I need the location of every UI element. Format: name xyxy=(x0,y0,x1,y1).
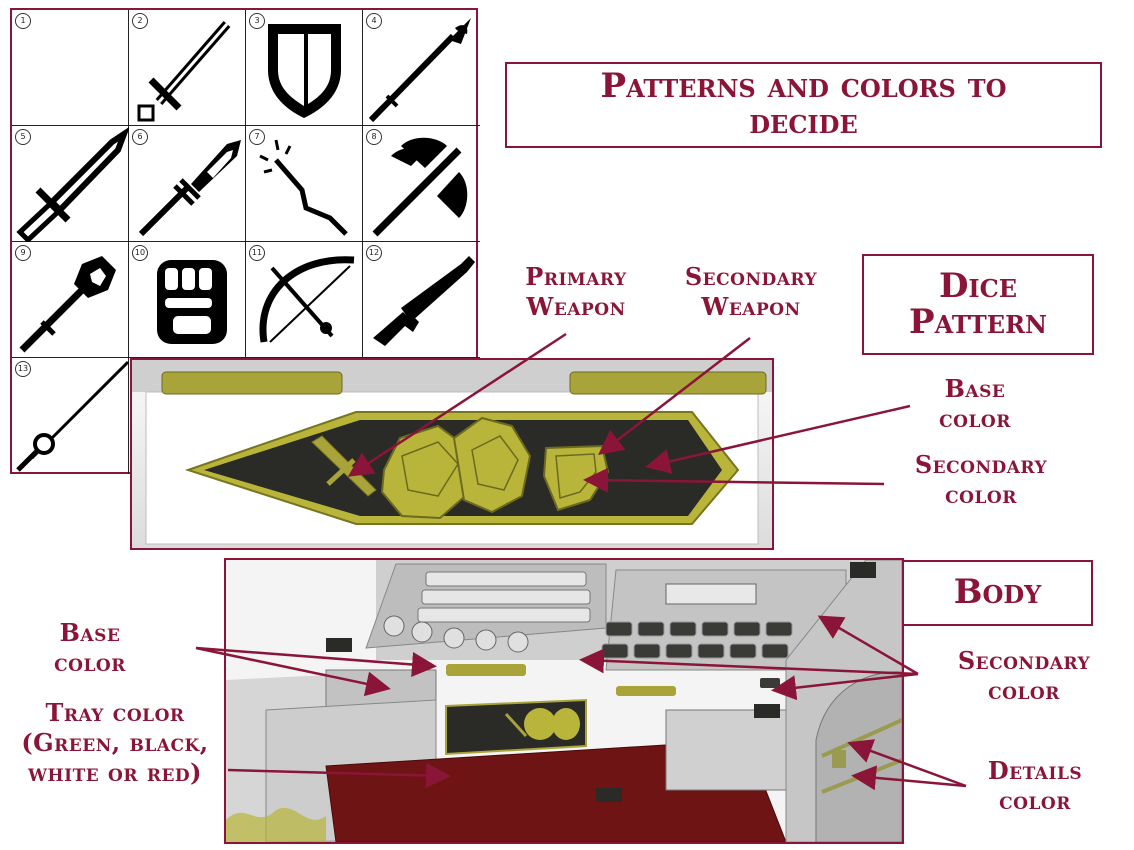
tray-color-label: Tray color (Green, black, white or red) xyxy=(4,698,226,788)
mace-icon xyxy=(12,242,129,358)
weapon-cell-8: 8 xyxy=(363,126,480,242)
weapon-cell-9: 9 xyxy=(12,242,129,358)
body-secondary-color-label: Secondary color xyxy=(918,646,1130,706)
dice-pattern-title-line1: Dice xyxy=(939,269,1017,305)
dice-pattern-title-line2: Pattern xyxy=(909,305,1047,341)
weapon-cell-13: 13 xyxy=(12,358,129,474)
page-title-line2: decide xyxy=(749,105,858,141)
crossbow-icon xyxy=(246,242,363,358)
page-title-line1: Patterns and colors to xyxy=(601,69,1007,105)
dice-tray-illustration xyxy=(132,360,772,548)
weapon-cell-11: 11 xyxy=(246,242,363,358)
weapon-cell-4: 4 xyxy=(363,10,480,126)
cell-number: 1 xyxy=(15,13,31,29)
blunderbuss-icon xyxy=(363,242,480,358)
dice-secondary-color-label: Secondary color xyxy=(876,450,1086,510)
body-base-color-label: Base color xyxy=(20,618,160,678)
secondary-weapon-label: Secondary Weapon xyxy=(646,262,856,322)
primary-weapon-label: Primary Weapon xyxy=(486,262,666,322)
body-illustration xyxy=(226,560,902,842)
crystal-sword-icon xyxy=(129,126,246,242)
details-color-label: Details color xyxy=(960,756,1110,816)
body-title-text: Body xyxy=(954,575,1042,611)
weapon-cell-12: 12 xyxy=(363,242,480,358)
weapon-cell-7: 7 xyxy=(246,126,363,242)
dagger-icon xyxy=(12,126,129,242)
weapon-cell-1: 1 xyxy=(12,10,129,126)
weapon-cell-6: 6 xyxy=(129,126,246,242)
dice-tray-render xyxy=(130,358,774,550)
body-title: Body xyxy=(902,560,1093,626)
shield-icon xyxy=(246,10,363,126)
weapon-cell-2: 2 xyxy=(129,10,246,126)
spear-icon xyxy=(363,10,480,126)
fist-icon xyxy=(129,242,246,358)
weapon-cell-5: 5 xyxy=(12,126,129,242)
magic-wand-icon xyxy=(246,126,363,242)
weapon-cell-10: 10 xyxy=(129,242,246,358)
rapier-icon xyxy=(12,358,129,474)
weapon-cell-3: 3 xyxy=(246,10,363,126)
body-render xyxy=(224,558,904,844)
dice-pattern-title: Dice Pattern xyxy=(862,254,1094,355)
battle-axe-icon xyxy=(363,126,480,242)
dice-base-color-label: Base color xyxy=(900,374,1050,434)
page-title: Patterns and colors to decide xyxy=(505,62,1102,148)
longsword-icon xyxy=(129,10,246,126)
